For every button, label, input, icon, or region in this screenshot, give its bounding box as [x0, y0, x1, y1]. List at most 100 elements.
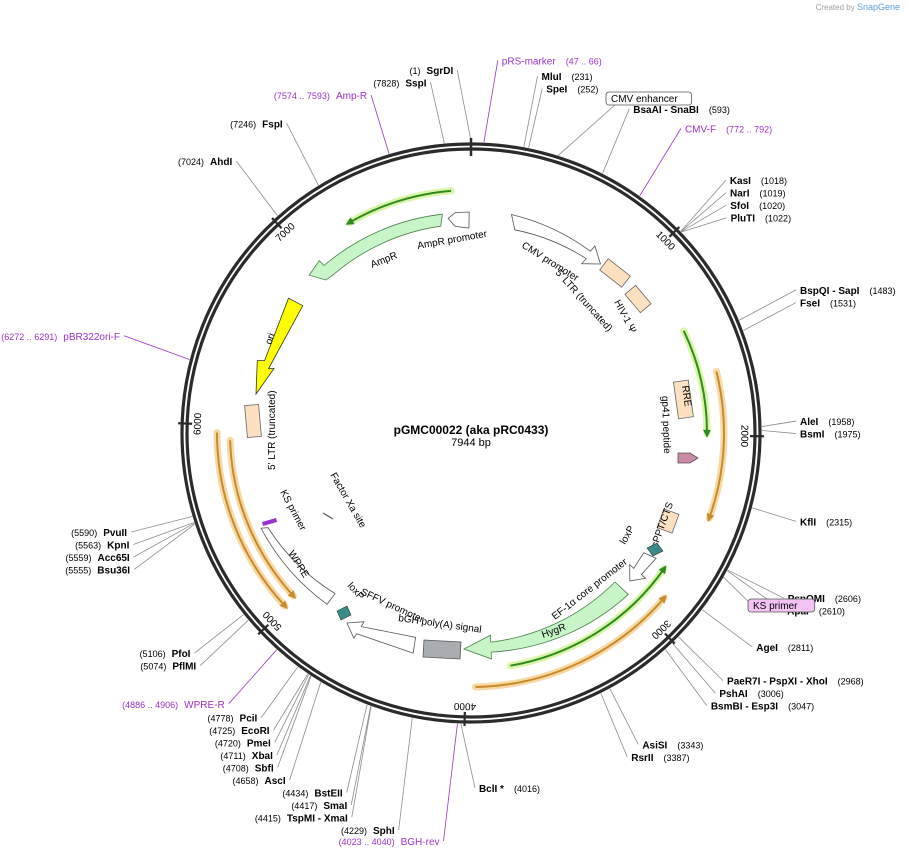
enzyme-site-label[interactable]: MluI(231) [542, 72, 593, 83]
enzyme-site-label[interactable]: NarI(1019) [730, 189, 785, 200]
enzyme-site-label[interactable]: (4415)TspMI - XmaI [255, 813, 348, 824]
enzyme-site-label[interactable]: (4778)PciI [208, 713, 258, 724]
enzyme-site-label[interactable]: FseI(1531) [800, 299, 856, 310]
site-position: (4016) [514, 784, 540, 794]
enzyme-site-label[interactable]: (4708)SbfI [223, 763, 274, 774]
site-name: WPRE-R [184, 700, 225, 711]
enzyme-site-label[interactable]: PaeR7I - PspXI - XhoI(2968) [727, 677, 864, 688]
primer-label[interactable]: (4886 .. 4906) WPRE-R [122, 700, 225, 711]
enzyme-site-label[interactable]: (4711)XbaI [220, 751, 273, 762]
enzyme-site-label[interactable]: KasI(1018) [730, 176, 787, 187]
leader-line [556, 103, 617, 158]
orf-arrow-right-green[interactable] [682, 330, 712, 438]
enzyme-site-label[interactable]: (4658)AscI [232, 776, 285, 787]
cmv-enhancer-box-label: CMV enhancer [611, 94, 678, 105]
leader-line [672, 642, 716, 694]
enzyme-site-label[interactable]: BsmI(1975) [800, 430, 860, 441]
enzyme-site-label[interactable]: (7024) AhdI [178, 157, 232, 168]
gp41-arrow [677, 452, 699, 464]
site-name: BsaAI - SnaBI [633, 105, 699, 116]
cmv-enhancer-box[interactable] [605, 91, 692, 106]
primer-label[interactable]: (7574 .. 7593)Amp-R [274, 91, 367, 102]
orf-arrow-top-green[interactable] [345, 189, 452, 225]
site-position: (1018) [761, 176, 787, 186]
primer-label[interactable]: CMV-F(772 .. 792) [685, 124, 772, 135]
site-name: AhdI [210, 157, 232, 168]
enzyme-site-label[interactable]: (4434)BstEII [282, 788, 343, 799]
site-position: (1958) [828, 417, 854, 427]
enzyme-site-label[interactable]: PluTI(1022) [731, 214, 791, 225]
enzyme-site-label[interactable]: (5559)Acc65I [65, 553, 129, 564]
enzyme-site-label[interactable]: (7828)SspI [373, 79, 426, 90]
orf-arrow-lower-orange[interactable] [475, 594, 667, 688]
site-name: AleI [800, 417, 819, 428]
site-position: (4886 .. 4906) [122, 700, 178, 710]
ori-feature[interactable]: ori [255, 297, 304, 396]
enzyme-site-label[interactable]: (4720)PmeI [215, 738, 271, 749]
cppt-feature[interactable]: cPPT/CTS [649, 501, 680, 549]
site-position: (2811) [788, 643, 813, 653]
enzyme-site-label[interactable]: (5590)PvuII [71, 528, 127, 539]
orf-arrow-left-orange1[interactable] [215, 432, 288, 610]
site-position: (2315) [826, 517, 852, 527]
enzyme-site-label[interactable]: AleI (1958) [800, 417, 854, 428]
primer-label[interactable]: pRS-marker(47 .. 66) [502, 56, 602, 67]
primer-label[interactable]: (4023 .. 4040)BGH-rev [339, 837, 440, 848]
leader-line [370, 94, 390, 154]
gp41-feature[interactable]: gp41 peptide [659, 396, 699, 464]
enzyme-site-label[interactable]: (1)SgrDI [410, 66, 454, 77]
enzyme-site-label[interactable]: RsrII(3387) [631, 753, 689, 764]
site-name: PflMI [172, 662, 196, 673]
site-name: SgrDI [427, 66, 454, 77]
enzyme-site-label[interactable]: AsiSI(3343) [642, 740, 703, 751]
enzyme-site-label[interactable]: BclI *(4016) [479, 784, 540, 795]
enzyme-site-label[interactable]: BspQI - SapI(1483) [800, 286, 895, 297]
hiv-psi-feature[interactable]: HIV-1 Ψ [611, 284, 652, 335]
site-position: (1022) [765, 214, 791, 224]
site-name: SbfI [255, 763, 274, 774]
enzyme-site-label[interactable]: AgeI(2811) [756, 643, 813, 654]
enzyme-site-label[interactable]: BsaAI - SnaBI (593) [633, 105, 730, 116]
enzyme-site-label[interactable]: (4229)SphI [341, 826, 395, 837]
enzyme-site-label[interactable]: KflI(2315) [800, 517, 852, 528]
site-leader-lines [123, 60, 797, 842]
loxp-left-feature[interactable]: loxP [336, 581, 366, 621]
rre-feature[interactable]: RRE [672, 379, 694, 420]
enzyme-site-label[interactable]: BsmBI - Esp3I(3047) [711, 702, 814, 713]
site-labels: (1)SgrDI (7828)SspI MluI(231)SpeI(252) BsaA… [1, 56, 895, 848]
site-position: (7024) [178, 157, 204, 167]
ampr-promoter-feature[interactable] [447, 211, 470, 229]
scale-tick-label: 4000 [453, 700, 476, 711]
factor-xa-feature[interactable]: Factor Xa site [322, 471, 368, 530]
leader-line [274, 674, 310, 743]
leader-line [456, 69, 472, 143]
enzyme-site-label[interactable]: (5555)Bsu36I [65, 566, 130, 577]
site-position: (593) [709, 105, 730, 115]
leader-line [133, 523, 195, 570]
site-position: (7246) [230, 119, 256, 129]
site-name: Amp-R [336, 91, 367, 102]
ks-primer-inner-feature[interactable]: KS primer [262, 488, 308, 533]
enzyme-site-label[interactable]: SfoI(1020) [730, 201, 785, 212]
enzyme-site-label[interactable]: (5563)KpnI [75, 541, 129, 552]
enzyme-site-label[interactable]: (4417)SmaI [291, 801, 347, 812]
enzyme-site-label[interactable]: (5106)PfoI [140, 649, 191, 660]
leader-line [351, 706, 372, 818]
enzyme-site-label[interactable]: (7246)FspI [230, 119, 283, 130]
enzyme-site-label[interactable]: SpeI(252) [546, 84, 598, 95]
site-position: (5074) [140, 662, 166, 672]
ltr5-left-feature[interactable]: 5' LTR (truncated) [244, 390, 278, 470]
orf-arrow-lower-green[interactable] [510, 565, 667, 667]
ltr5-right-feature[interactable]: 5' LTR (truncated) [553, 258, 631, 334]
site-name: Acc65I [97, 553, 129, 564]
leader-line [600, 693, 628, 758]
site-position: (4415) [255, 813, 281, 823]
orf-arrow-right-upper[interactable] [706, 371, 725, 522]
orf-arrow-left-orange2[interactable] [229, 440, 297, 599]
primer-label[interactable]: (6272 .. 6291)pBR322ori-F [1, 332, 120, 343]
site-name: BsmBI - Esp3I [711, 702, 778, 713]
enzyme-site-label[interactable]: (5074) PflMI [140, 662, 196, 673]
ks-primer-box[interactable] [747, 598, 816, 613]
enzyme-site-label[interactable]: PshAI(3006) [719, 689, 783, 700]
enzyme-site-label[interactable]: (4725)EcoRI [209, 726, 270, 737]
